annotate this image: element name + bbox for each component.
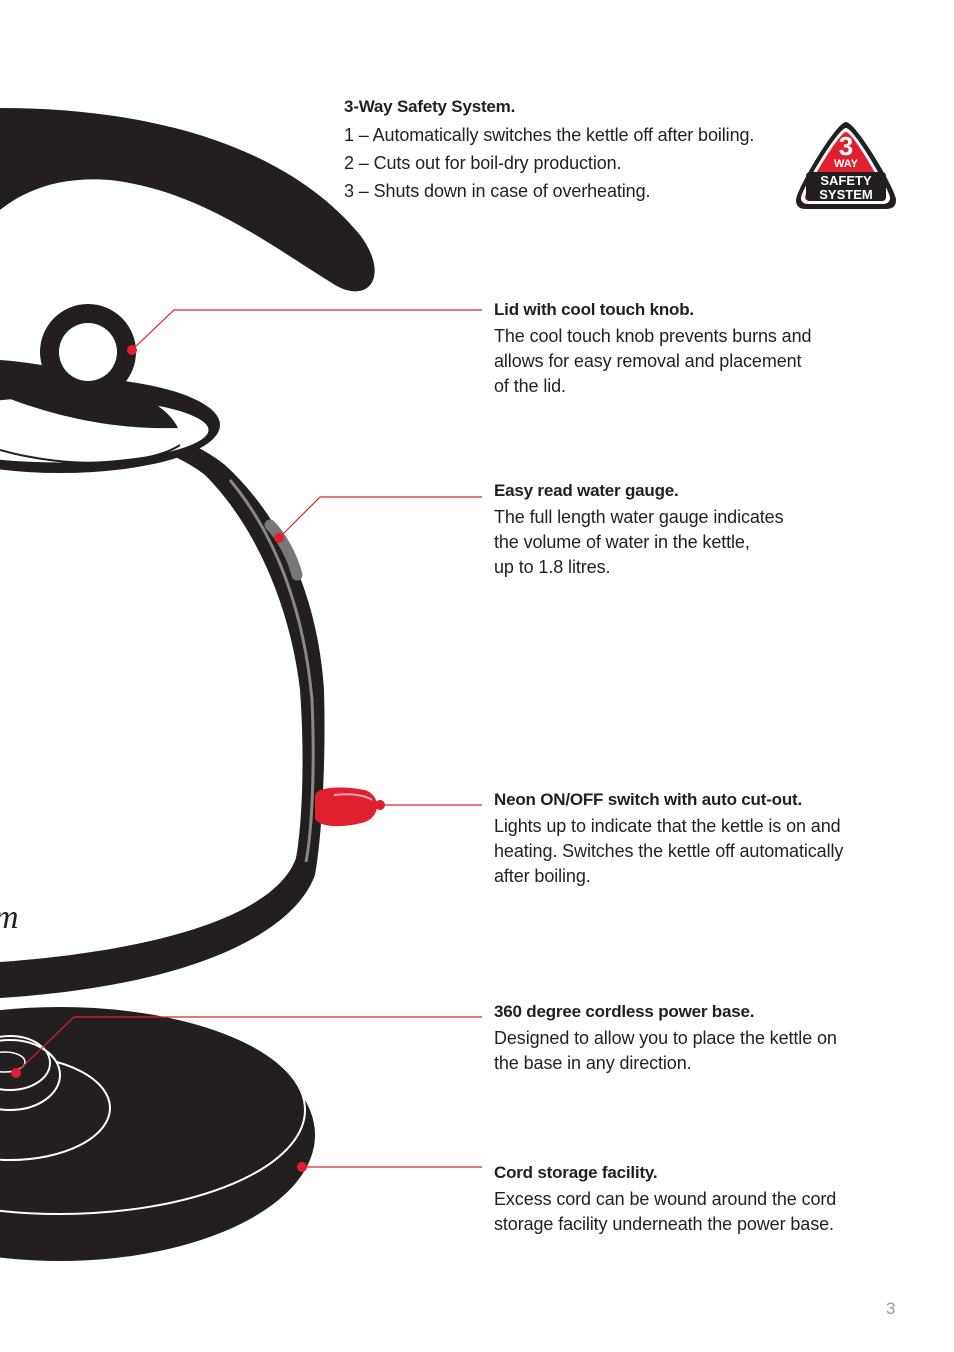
svg-text:WAY: WAY — [834, 158, 859, 170]
svg-text:SAFETY: SAFETY — [820, 173, 872, 188]
feature-switch-body: Lights up to indicate that the kettle is… — [494, 816, 844, 886]
safety-system-title: 3-Way Safety System. — [344, 97, 516, 116]
feature-gauge-body: The full length water gauge indicates th… — [494, 507, 784, 577]
kettle-body-face — [0, 425, 303, 962]
page-number: 3 — [886, 1299, 896, 1318]
feature-base-title: 360 degree cordless power base. — [494, 1002, 755, 1021]
safety-item-3: 3 – Shuts down in case of overheating. — [344, 181, 651, 201]
callout-line-lid — [131, 309, 482, 351]
water-gauge — [264, 519, 303, 581]
feature-gauge-title: Easy read water gauge. — [494, 481, 679, 500]
safety-item-1: 1 – Automatically switches the kettle of… — [344, 125, 755, 145]
kettle-handle — [0, 108, 375, 292]
feature-lid-body: The cool touch knob prevents burns and a… — [494, 326, 812, 396]
feature-switch: Neon ON/OFF switch with auto cut-out. Li… — [494, 789, 914, 889]
power-switch — [315, 787, 378, 827]
svg-text:SYSTEM: SYSTEM — [819, 187, 872, 202]
svg-text:3: 3 — [839, 131, 853, 161]
svg-text:m: m — [0, 899, 19, 936]
feature-base: 360 degree cordless power base. Designed… — [494, 1001, 914, 1076]
feature-base-body: Designed to allow you to place the kettl… — [494, 1028, 837, 1073]
safety-badge-icon: 3 WAY SAFETY SYSTEM — [796, 122, 896, 209]
feature-cord-body: Excess cord can be wound around the cord… — [494, 1189, 837, 1234]
feature-switch-title: Neon ON/OFF switch with auto cut-out. — [494, 790, 803, 809]
feature-lid-title: Lid with cool touch knob. — [494, 300, 694, 319]
feature-cord: Cord storage facility. Excess cord can b… — [494, 1162, 914, 1237]
feature-gauge: Easy read water gauge. The full length w… — [494, 480, 914, 580]
feature-cord-title: Cord storage facility. — [494, 1163, 658, 1182]
safety-system-section: 3-Way Safety System. 1 – Automatically s… — [344, 96, 824, 205]
safety-item-2: 2 – Cuts out for boil-dry production. — [344, 153, 622, 173]
feature-lid: Lid with cool touch knob. The cool touch… — [494, 299, 914, 399]
callout-line-base — [15, 1016, 482, 1074]
callout-line-gauge — [278, 496, 482, 539]
